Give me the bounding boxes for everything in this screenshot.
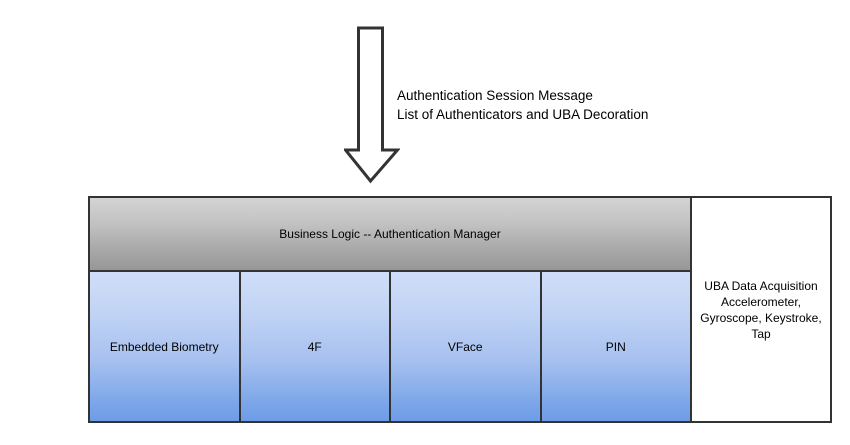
uba-line-4: Tap (751, 326, 771, 341)
arrow-caption: Authentication Session Message List of A… (397, 86, 648, 124)
down-arrow-icon (344, 26, 400, 184)
authenticator-label: VFace (447, 339, 483, 354)
business-logic-label: Business Logic -- Authentication Manager (279, 227, 501, 241)
authenticator-box-pin[interactable]: PIN (541, 272, 690, 421)
authenticator-label: PIN (605, 339, 626, 354)
architecture-stack: Business Logic -- Authentication Manager… (88, 196, 832, 423)
uba-line-1: UBA Data Acquisition (704, 278, 818, 293)
authenticator-label: 4F (307, 339, 322, 354)
authenticator-box-4f[interactable]: 4F (240, 272, 391, 421)
uba-data-acquisition-panel[interactable]: UBA Data Acquisition Accelerometer, Gyro… (690, 198, 830, 421)
authenticator-box-embedded-biometry[interactable]: Embedded Biometry (90, 272, 241, 421)
arrow-caption-line-1: Authentication Session Message (397, 88, 593, 103)
uba-line-3: Gyroscope, Keystroke, (700, 310, 822, 325)
business-logic-bar[interactable]: Business Logic -- Authentication Manager (90, 198, 690, 272)
authenticator-row: Embedded Biometry 4F VFace PIN (90, 272, 690, 421)
authentication-stack-column: Business Logic -- Authentication Manager… (90, 198, 690, 421)
uba-panel-text: UBA Data Acquisition Accelerometer, Gyro… (694, 278, 827, 342)
uba-line-2: Accelerometer, (720, 294, 802, 309)
authenticator-label: Embedded Biometry (109, 339, 219, 354)
authenticator-box-vface[interactable]: VFace (391, 272, 542, 421)
arrow-caption-line-2: List of Authenticators and UBA Decoratio… (397, 107, 649, 122)
